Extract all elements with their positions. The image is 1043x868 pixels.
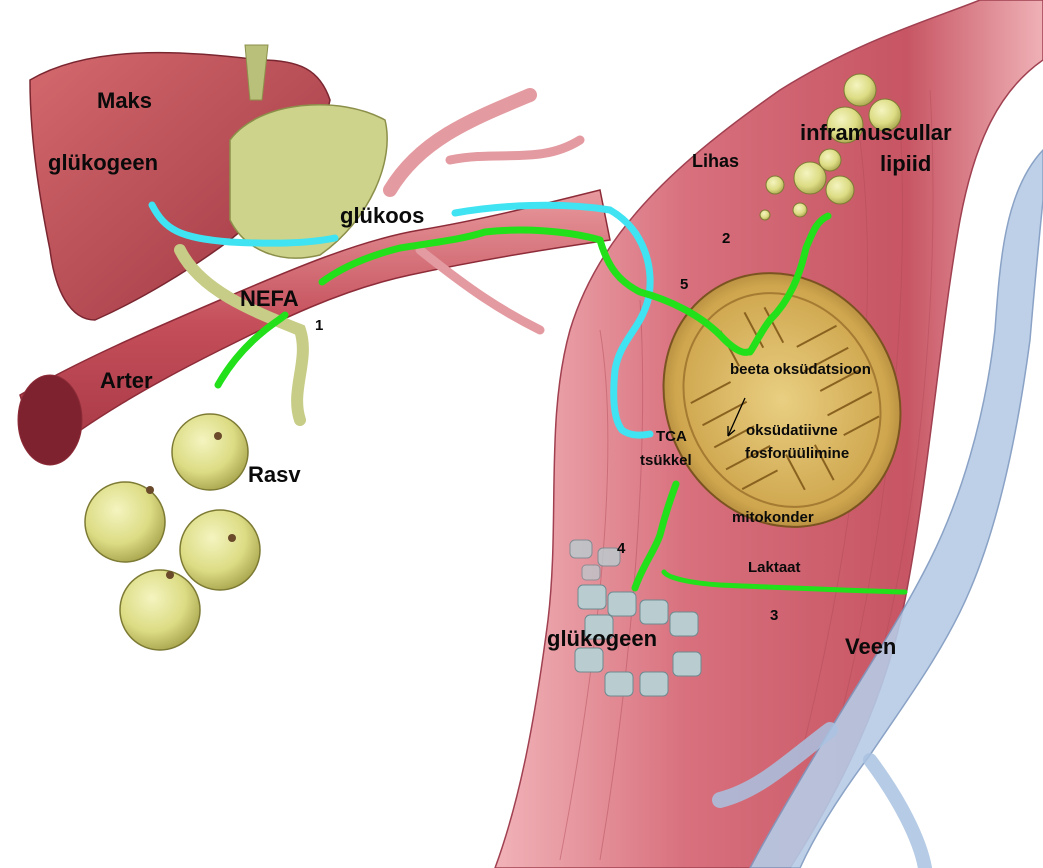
label-nefa: NEFA — [240, 288, 299, 310]
label-inframuscullar: inframuscullar — [800, 122, 952, 144]
label-number-2: 2 — [722, 231, 730, 246]
label-veen: Veen — [845, 636, 896, 658]
gallbladder — [230, 105, 387, 258]
label-arter: Arter — [100, 370, 153, 392]
label-mitokonder: mitokonder — [732, 510, 814, 525]
label-lipiid: lipiid — [880, 153, 931, 175]
fat-cells — [85, 414, 260, 650]
label-number-4: 4 — [617, 541, 625, 556]
label-tca: TCA — [656, 429, 687, 444]
label-number-3: 3 — [770, 608, 778, 623]
label-tsukkel: tsükkel — [640, 453, 692, 468]
label-laktaat: Laktaat — [748, 560, 801, 575]
vein-branch-lower — [870, 760, 925, 868]
label-maks: Maks — [97, 90, 152, 112]
label-glykogeen-liver: glükogeen — [48, 152, 158, 174]
artery-lumen — [18, 375, 82, 465]
label-number-1: 1 — [315, 318, 323, 333]
label-rasv: Rasv — [248, 464, 301, 486]
label-lihas: Lihas — [692, 152, 739, 170]
label-beeta-oksudatsioon: beeta oksüdatsioon — [730, 362, 871, 377]
label-glykogeen-muscle: glükogeen — [547, 628, 657, 650]
label-glukoos: glükoos — [340, 205, 424, 227]
label-number-5: 5 — [680, 277, 688, 292]
label-fosforuulimine: fosforüülimine — [745, 446, 849, 461]
label-oksudatiivne: oksüdatiivne — [746, 423, 838, 438]
